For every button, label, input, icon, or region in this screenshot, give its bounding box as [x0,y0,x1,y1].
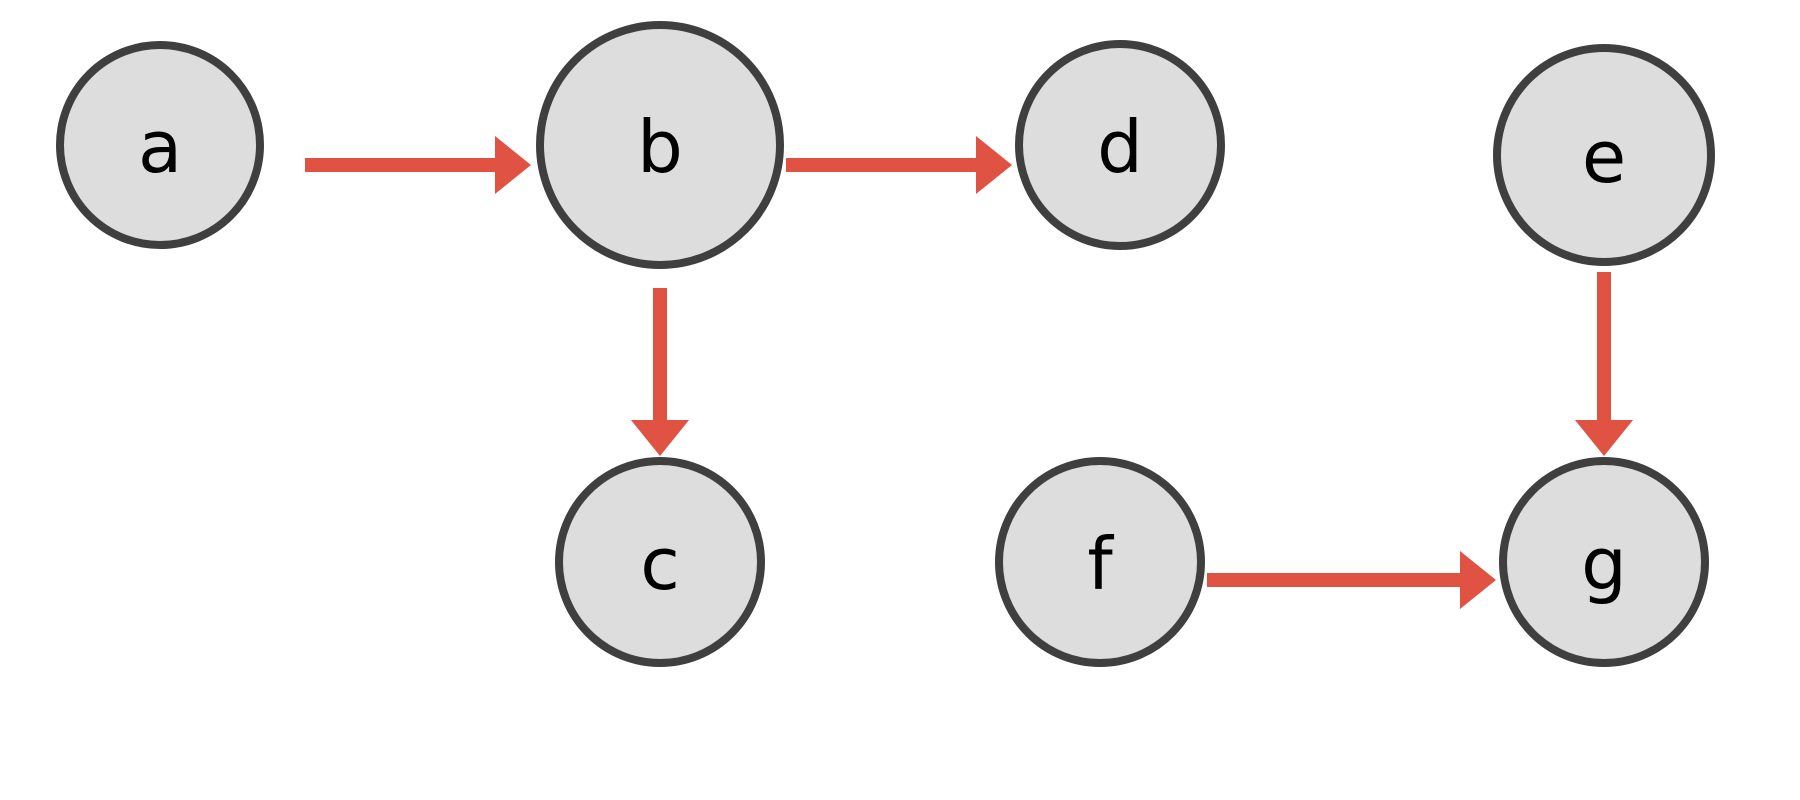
edge-f-to-g [1207,551,1496,609]
node-circle[interactable] [536,21,784,269]
arrowhead-icon [1460,551,1496,609]
arrowhead-icon [631,420,689,456]
arrowhead-icon [1575,420,1633,456]
node-e[interactable]: e [1493,44,1715,266]
arrowhead-icon [495,136,531,194]
node-circle[interactable] [56,41,264,249]
node-c[interactable]: c [555,457,765,667]
node-b[interactable]: b [536,21,784,269]
arrowhead-icon [976,136,1012,194]
edge-b-to-d [786,136,1012,194]
edge-e-to-g [1575,272,1633,456]
edge-b-to-c [631,288,689,456]
node-circle[interactable] [1015,40,1225,250]
node-a[interactable]: a [56,41,264,249]
node-circle[interactable] [995,457,1205,667]
node-g[interactable]: g [1499,457,1709,667]
node-f[interactable]: f [995,457,1205,667]
node-circle[interactable] [555,457,765,667]
node-d[interactable]: d [1015,40,1225,250]
edge-a-to-b [305,136,531,194]
edge-layer [305,136,1633,609]
node-circle[interactable] [1499,457,1709,667]
node-circle[interactable] [1493,44,1715,266]
